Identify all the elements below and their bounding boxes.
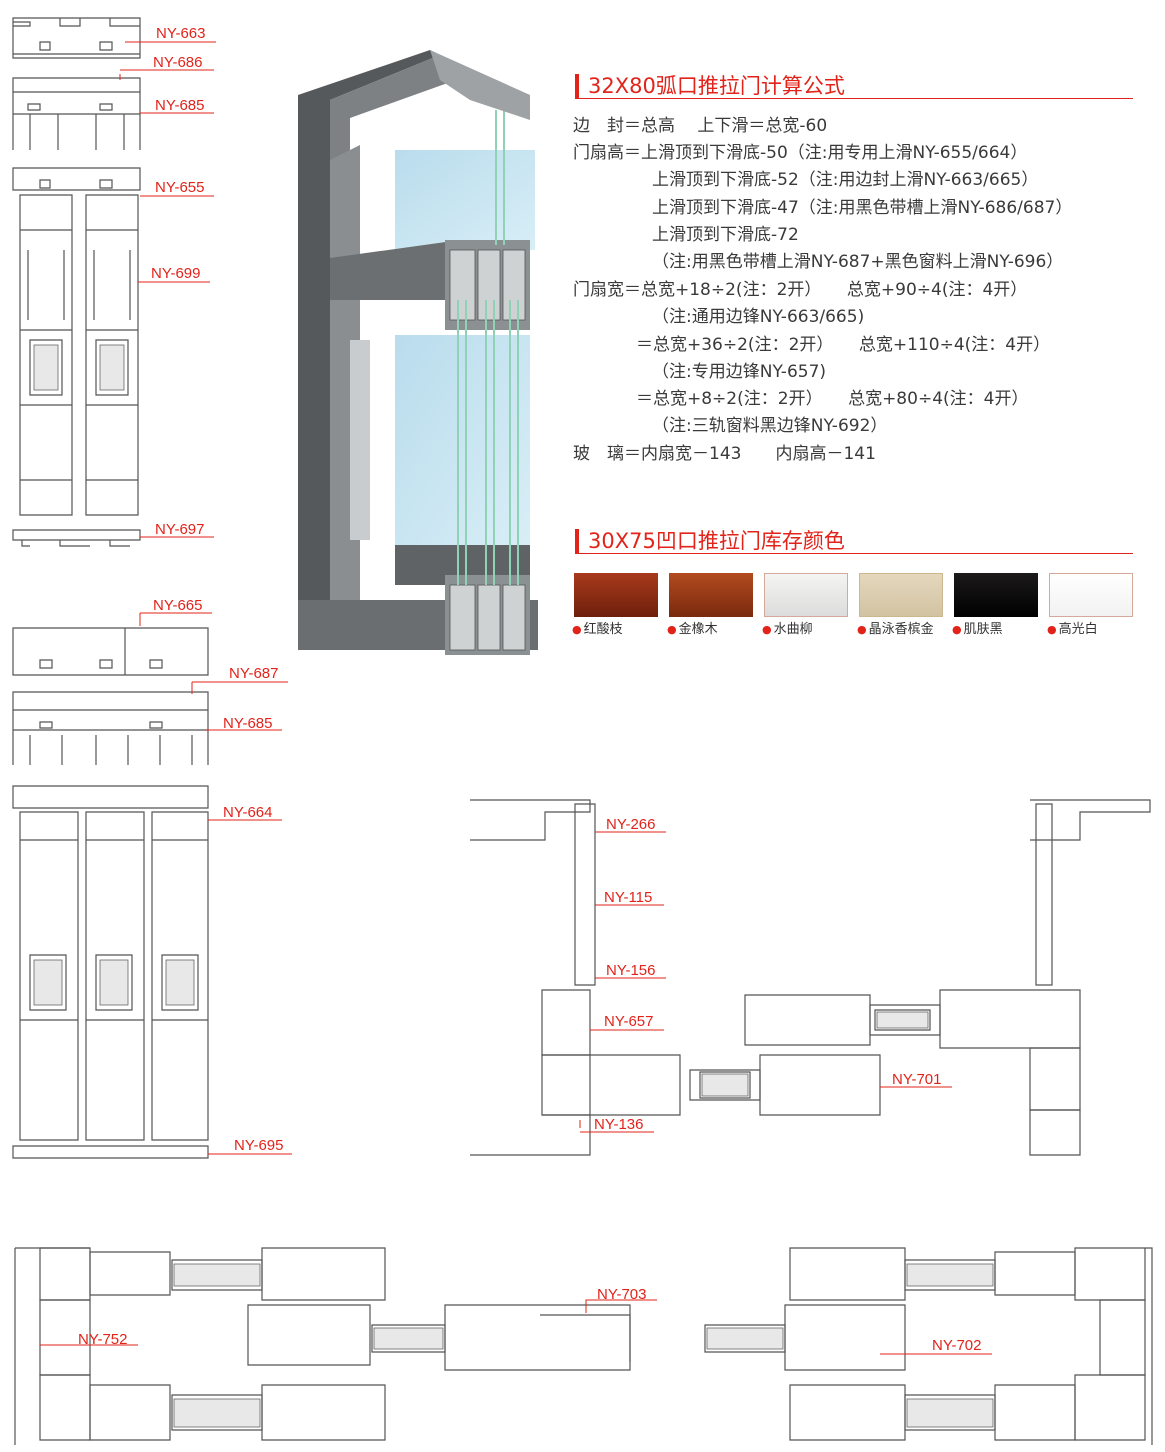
bullet-icon: ● [572,623,582,636]
formula-line: 上滑顶到下滑底-72 [652,225,799,245]
formula-line: ＝总宽+8÷2(注：2开） 总宽+80÷4(注：4开） [636,389,1029,409]
formula-title: 32X80弧口推拉门计算公式 [588,74,845,98]
profile-label: NY-156 [606,962,656,979]
bullet-icon: ● [762,623,772,636]
formula-line: 上滑顶到下滑底-47（注:用黑色带槽上滑NY-686/687） [652,198,1073,218]
profile-label: NY-665 [153,597,203,614]
formula-line: 上滑顶到下滑底-52（注:用边封上滑NY-663/665） [652,170,1039,190]
profile-label: NY-115 [604,889,653,906]
section-bottom [14,1247,1153,1445]
section-middle [470,799,1151,1156]
swatch-label: ●金橡木 [667,622,718,637]
color-swatch-skin-black [954,573,1038,617]
profile-label: NY-699 [151,265,201,282]
section-rule [575,98,1133,99]
section-marker [575,529,579,553]
profile-label: NY-136 [594,1116,644,1133]
window-render [298,50,538,655]
profile-label: NY-685 [223,715,273,732]
leader-lines [40,41,992,1355]
formula-line: 门扇高＝上滑顶到下滑底-50（注:用专用上滑NY-655/664） [573,143,1028,163]
profile-label: NY-266 [606,816,656,833]
color-swatch-gloss-white [1049,573,1133,617]
profile-ny-687-685 [12,691,209,765]
color-swatch-red-rosewood [574,573,658,617]
profile-ny-665 [12,627,209,676]
bullet-icon: ● [667,623,677,636]
formula-line: （注:三轨窗料黑边锋NY-692） [652,416,888,436]
formula-line: 边 封＝总高 上下滑＝总宽-60 [573,116,828,136]
profile-label: NY-701 [892,1071,942,1088]
swatch-label: ●高光白 [1047,622,1098,637]
profile-ny-655-699 [12,167,141,516]
profile-label: NY-702 [932,1337,982,1354]
formula-line: （注:用黑色带槽上滑NY-687+黑色窗料上滑NY-696） [652,252,1064,272]
swatch-label: ●水曲柳 [762,622,813,637]
bullet-icon: ● [857,623,867,636]
profile-label: NY-685 [155,97,205,114]
profile-label: NY-687 [229,665,279,682]
profile-label: NY-697 [155,521,205,538]
swatch-label: ●红酸枝 [572,622,623,637]
profile-label: NY-664 [223,804,273,821]
profile-label: NY-695 [234,1137,284,1154]
bullet-icon: ● [952,623,962,636]
color-title: 30X75凹口推拉门库存颜色 [588,529,845,553]
profile-label: NY-657 [604,1013,654,1030]
color-swatch-ash-wood [764,573,848,617]
swatch-label: ●晶泳香槟金 [857,622,934,637]
section-marker [575,74,579,98]
formula-line: ＝总宽+36÷2(注：2开） 总宽+110÷4(注：4开） [636,335,1051,355]
profile-label: NY-686 [153,54,203,71]
formula-line: 玻 璃＝内扇宽－143 内扇高－141 [573,444,876,464]
profile-label: NY-752 [78,1331,128,1348]
profile-ny-664-695 [12,785,209,1159]
color-swatch-golden-oak [669,573,753,617]
profile-ny-697 [12,529,141,547]
formula-line: （注:通用边锋NY-663/665) [652,307,865,327]
profile-label: NY-703 [597,1286,647,1303]
bullet-icon: ● [1047,623,1057,636]
color-swatch-champagne-gold [859,573,943,617]
glazing-hatch [33,344,994,1428]
profile-label: NY-655 [155,179,205,196]
profile-ny-663 [12,17,141,59]
swatch-label: ●肌肤黑 [952,622,1003,637]
section-rule [575,553,1133,554]
profile-label: NY-663 [156,25,206,42]
formula-line: （注:专用边锋NY-657) [652,362,827,382]
profile-ny-686 [12,77,141,150]
formula-line: 门扇宽＝总宽+18÷2(注：2开） 总宽+90÷4(注：4开） [573,280,1028,300]
